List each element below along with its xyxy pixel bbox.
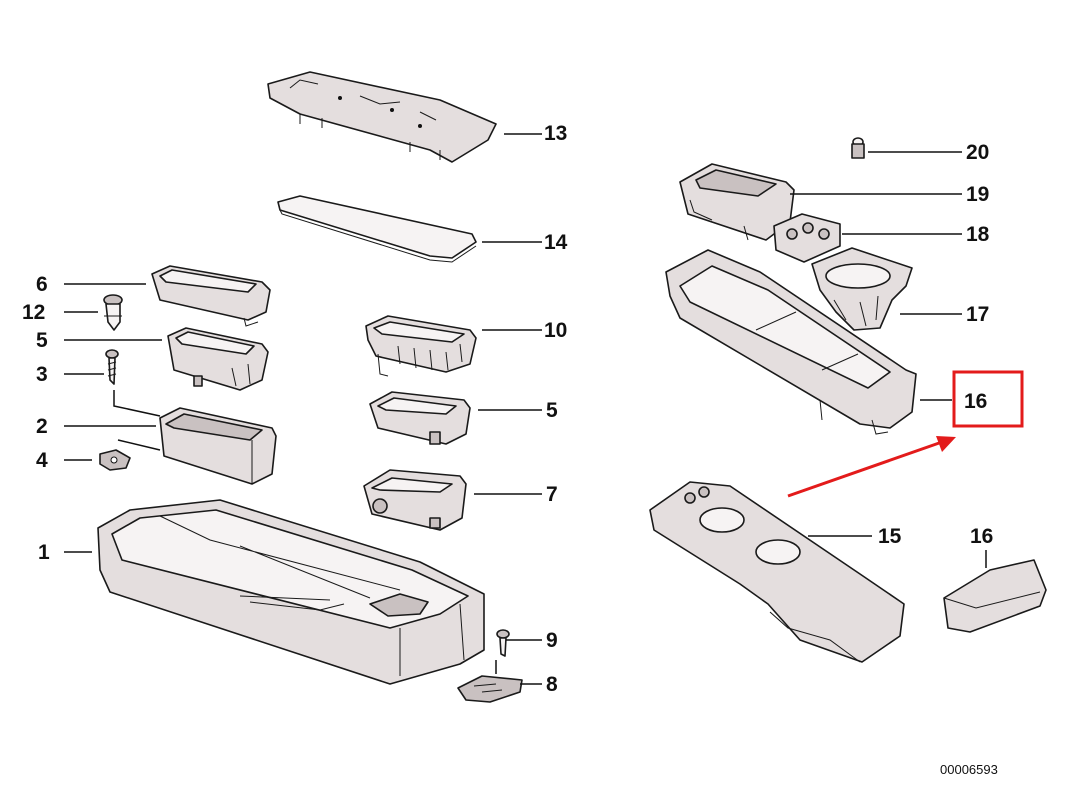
part-7-ashtray [363, 469, 467, 531]
part-3-screw [105, 349, 119, 385]
label-18: 18 [966, 223, 990, 246]
leader-lines [64, 133, 987, 685]
label-17: 17 [966, 303, 989, 326]
red-arrow-line [787, 440, 943, 498]
label-12: 12 [22, 301, 45, 324]
label-19: 19 [966, 183, 989, 206]
part-19-switch-housing [679, 163, 795, 241]
part-5-insert-upper [167, 327, 269, 391]
highlight-box [952, 370, 1024, 428]
part-17-cup-holder [811, 247, 913, 331]
label-3: 3 [36, 363, 48, 386]
label-7: 7 [546, 483, 558, 506]
part-11-pad [277, 195, 477, 263]
label-2: 2 [36, 415, 48, 438]
part-8-bracket [457, 675, 523, 703]
part-1-console [97, 499, 485, 685]
red-arrow-head [936, 436, 956, 452]
part-10-grille-insert [365, 315, 477, 377]
label-16: 16 [964, 390, 987, 413]
label-5-upper: 5 [36, 329, 48, 352]
label-15: 15 [878, 525, 902, 548]
label-6: 6 [36, 273, 48, 296]
label-4: 4 [36, 449, 48, 472]
label-1: 1 [38, 541, 50, 564]
highlight-annotation [787, 370, 1024, 498]
label-14: 16 [970, 525, 993, 548]
label-9: 9 [546, 629, 558, 652]
part-4-nut [99, 449, 131, 471]
label-10: 10 [544, 319, 567, 342]
part-20-bulb [851, 137, 865, 159]
part-6-tray [151, 265, 271, 327]
part-16-console-frame [665, 249, 917, 435]
part-12-clip [103, 294, 123, 331]
part-14-cover [943, 559, 1047, 633]
part-2-box [159, 407, 277, 485]
label-5-lower: 5 [546, 399, 558, 422]
label-8: 8 [546, 673, 558, 696]
part-15-lower-console [649, 481, 905, 663]
label-11: 14 [544, 231, 568, 254]
label-13: 13 [544, 122, 567, 145]
part-9-screw [496, 629, 510, 657]
doc-number: 00006593 [940, 762, 998, 777]
label-20: 20 [966, 141, 989, 164]
part-18-switch-block [773, 213, 841, 263]
part-labels: 13 14 10 5 7 9 8 6 12 5 3 2 4 1 20 19 18… [22, 122, 993, 696]
part-5-insert-lower [369, 391, 471, 445]
part-13-mounting-plate [267, 71, 497, 163]
